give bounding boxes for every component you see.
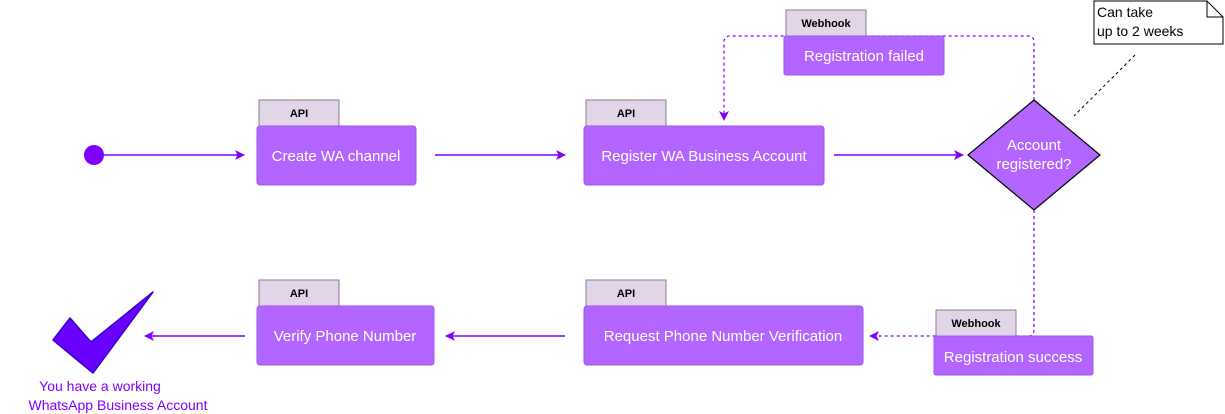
verify-phone-number-label: Verify Phone Number — [274, 328, 417, 345]
registration-failed-label: Registration failed — [804, 48, 924, 65]
final-label-line1: You have a working — [39, 378, 161, 394]
api-tag-label: API — [290, 288, 308, 300]
start-node — [84, 145, 104, 165]
request-phone-number-verification-label: Request Phone Number Verification — [604, 328, 842, 345]
webhook-tag-label: Webhook — [951, 318, 1001, 330]
register-wa-business-account-label: Register WA Business Account — [601, 148, 807, 165]
final-label-line2: WhatsApp Business Account — [29, 397, 208, 413]
api-tag — [258, 99, 340, 127]
api-tag — [585, 279, 667, 307]
note-fold — [1206, 1, 1223, 18]
node-register-wa-business-account: API Register WA Business Account — [583, 99, 825, 186]
decision-label-line2: registered? — [996, 156, 1071, 173]
api-tag-label: API — [617, 288, 635, 300]
api-tag-label: API — [290, 108, 308, 120]
node-create-wa-channel: API Create WA channel — [256, 99, 417, 186]
note-connector — [1073, 54, 1136, 117]
node-request-phone-number-verification: API Request Phone Number Verification — [583, 279, 864, 366]
request-phone-number-verification-box — [583, 305, 864, 366]
api-tag — [258, 279, 340, 307]
note-wait-time: Can take up to 2 weeks — [1093, 0, 1224, 45]
decision-label-line1: Account — [1007, 137, 1062, 154]
node-verify-phone-number: API Verify Phone Number — [256, 279, 435, 366]
note-line1: Can take — [1097, 4, 1153, 20]
node-registration-success: Webhook Registration success — [933, 309, 1094, 376]
webhook-tag — [785, 9, 867, 37]
node-registration-failed: Webhook Registration failed — [783, 9, 945, 76]
webhook-tag — [935, 309, 1017, 337]
decision-diamond — [967, 99, 1101, 211]
final-state: You have a working WhatsApp Business Acc… — [29, 291, 208, 413]
note-line2: up to 2 weeks — [1097, 23, 1183, 39]
registration-success-box — [933, 335, 1094, 376]
node-account-registered-decision: Account registered? — [967, 99, 1101, 211]
create-wa-channel-label: Create WA channel — [272, 148, 401, 165]
registration-success-label: Registration success — [944, 349, 1082, 366]
api-tag — [585, 99, 667, 127]
edge-decision-success-path — [869, 210, 1035, 341]
checkmark-icon — [52, 291, 154, 374]
register-wa-business-account-box — [583, 125, 825, 186]
verify-phone-number-box — [256, 305, 435, 366]
registration-failed-box — [783, 35, 945, 76]
create-wa-channel-box — [256, 125, 417, 186]
api-tag-label: API — [617, 108, 635, 120]
webhook-tag-label: Webhook — [801, 18, 851, 30]
note-shape — [1093, 0, 1224, 45]
